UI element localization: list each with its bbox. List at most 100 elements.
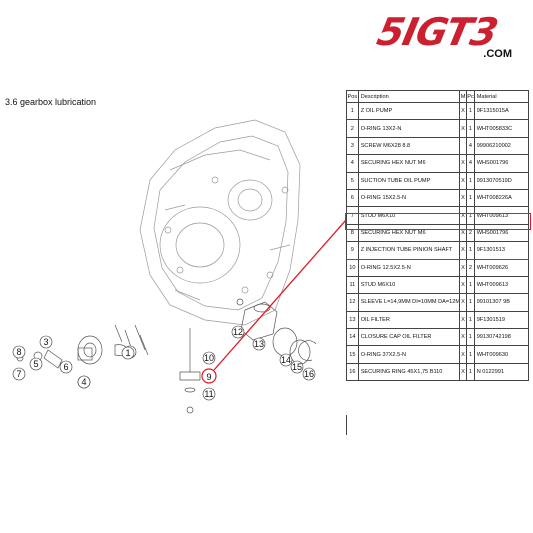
callout-16: 16 [302, 367, 316, 381]
cell-material: 9913070519D [473, 171, 530, 190]
cell-m: X [458, 293, 468, 312]
cell-pc: 1 [466, 293, 475, 312]
cell-pos: 9 [346, 241, 359, 260]
cell-material: WHT009613 [473, 275, 530, 295]
callout-7: 7 [12, 367, 26, 381]
cell-description: OIL FILTER [357, 310, 460, 330]
callout-8: 8 [12, 345, 26, 359]
cell-description: Z OIL PUMP [357, 101, 460, 121]
cell-m: X [458, 171, 468, 190]
cell-pc: 4 [466, 136, 475, 156]
svg-text:14: 14 [281, 355, 291, 365]
cell-material: 99130742198 [473, 328, 530, 347]
cell-pos: 4 [346, 154, 359, 173]
cell-m: X [458, 310, 468, 330]
cell-material: 99906210002 [473, 136, 530, 156]
highlight-leader-line [213, 220, 345, 371]
svg-text:4: 4 [81, 377, 86, 387]
callout-11: 11 [202, 387, 216, 401]
callout-12: 12 [231, 325, 245, 339]
cell-m: X [458, 101, 468, 121]
svg-text:12: 12 [233, 327, 243, 337]
cell-pc: 1 [466, 119, 475, 138]
cell-pc: 1 [466, 345, 475, 364]
cell-pc: 1 [466, 310, 475, 330]
cell-material: WHT008226A [473, 188, 530, 208]
svg-text:10: 10 [204, 353, 214, 363]
svg-text:5: 5 [33, 359, 38, 369]
callout-14: 14 [279, 353, 293, 367]
cell-pc: 1 [466, 101, 475, 121]
cell-m: X [458, 188, 468, 208]
svg-text:3: 3 [43, 337, 48, 347]
cell-pos: 11 [346, 275, 359, 295]
cell-description: O-RING 13X2-N [357, 119, 460, 138]
cell-material: WHS001796 [473, 223, 530, 243]
cell-pos: 14 [346, 328, 359, 347]
cell-material: WHT009626 [473, 258, 530, 277]
cell-m: X [458, 328, 468, 347]
table-header-row: Pos Description M Pc Material [346, 90, 530, 103]
callout-13: 13 [252, 337, 266, 351]
gearbox-housing-drawing [139, 119, 301, 326]
parts-drawing [16, 298, 317, 414]
section-title: 3.6 gearbox lubrication [5, 97, 97, 107]
callout-6: 6 [59, 360, 73, 374]
svg-text:15: 15 [292, 362, 302, 372]
highlight-box [345, 213, 531, 230]
cell-description: O-RING 12.5X2.5-N [357, 258, 460, 277]
callout-1-alt: 1 [121, 346, 135, 360]
svg-text:1: 1 [125, 348, 130, 358]
cell-pc: 2 [466, 258, 475, 277]
callout-labels: 1 2 3 5 6 7 8 9 10 11 12 13 14 15 16 [12, 325, 316, 401]
cell-material: N 0122991 [473, 362, 530, 382]
cell-pos: 1 [346, 101, 359, 121]
cell-pos: 12 [346, 293, 359, 312]
cell-description: SUCTION TUBE OIL PUMP [357, 171, 460, 190]
cell-pos: 3 [346, 136, 359, 156]
cell-pc: 1 [466, 362, 475, 382]
cell-description: SECURING HEX NUT M6 [357, 154, 460, 173]
cell-material: 99101307 9B [473, 293, 530, 312]
logo-domain: .COM [483, 48, 512, 60]
cell-pc: 1 [466, 275, 475, 295]
svg-text:6: 6 [63, 362, 68, 372]
cell-material: WHT009630 [473, 345, 530, 364]
cell-pos: 15 [346, 345, 359, 364]
brand-logo[interactable]: 5IGT3 .COM [372, 10, 522, 62]
cell-pos: 2 [346, 119, 359, 138]
header-material: Material [473, 90, 530, 103]
cell-description: SECURING RING 45X1,75 B110 [357, 362, 460, 382]
cell-pos: 13 [346, 310, 359, 330]
header-m: M [458, 90, 468, 103]
svg-text:13: 13 [254, 339, 264, 349]
cell-m: X [458, 345, 468, 364]
svg-text:11: 11 [204, 389, 213, 399]
cell-description: O-RING 15X2.5-N [357, 188, 460, 208]
cell-m: X [458, 241, 468, 260]
cell-description: SLEEVE L=14,9MM DI=10MM DA=12MM [357, 293, 460, 312]
callout-5: 5 [29, 357, 43, 371]
cell-m: X [458, 154, 468, 173]
cell-pc: 4 [466, 154, 475, 173]
callout-9: 9 [201, 368, 217, 384]
cell-description: CLOSURE CAP OIL FILTER [357, 328, 460, 347]
cell-material: 9F1301519 [473, 310, 530, 330]
cell-m [458, 136, 468, 156]
cell-material: 9F1301513 [473, 241, 530, 260]
